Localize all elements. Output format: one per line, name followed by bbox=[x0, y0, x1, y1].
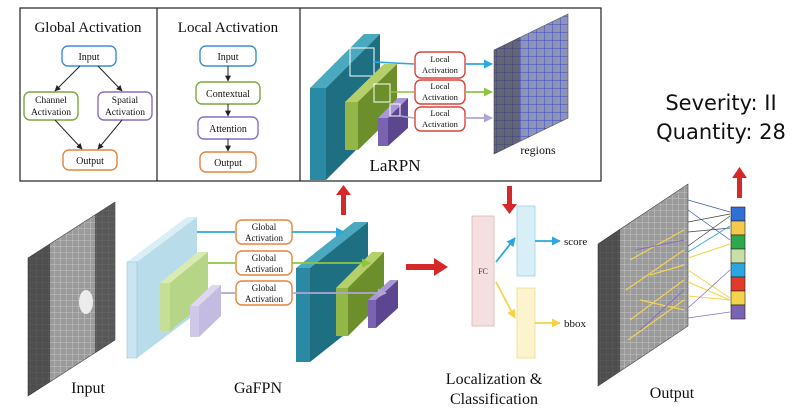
larpn-purple-side bbox=[388, 98, 408, 146]
fc-to-bbox-arrow bbox=[495, 281, 516, 319]
larpn-teal-front bbox=[310, 88, 326, 180]
red-arrow-up-left bbox=[336, 185, 351, 215]
larpn-purple-top bbox=[378, 98, 408, 118]
severity-text: Severity: II bbox=[665, 91, 776, 115]
ga-input-node bbox=[61, 45, 117, 67]
ga-spatial-label-1: Spatial bbox=[112, 96, 139, 106]
output-label: Output bbox=[650, 385, 695, 402]
la-contextual-label: Contextual bbox=[206, 89, 250, 100]
red-arrow-right bbox=[406, 258, 448, 276]
score-branch-block bbox=[516, 205, 536, 277]
global-activation-panel: Global Activation Input Channel Activati… bbox=[23, 20, 153, 171]
red-arrow-up-right bbox=[732, 167, 747, 198]
gafpn-global-label-2: Activation bbox=[245, 264, 283, 274]
gafpn-global-label-1: Global bbox=[252, 222, 277, 232]
global-activation-title: Global Activation bbox=[34, 20, 142, 36]
larpn-green-top bbox=[345, 64, 397, 102]
localization-label-line-1: Localization & bbox=[446, 371, 543, 388]
ga-arrow bbox=[54, 65, 81, 92]
la-output-node bbox=[199, 151, 257, 173]
class-color-bar bbox=[730, 206, 746, 320]
larpn-panel: Local Activation Local Activation Local … bbox=[310, 13, 569, 180]
larpn-green-front bbox=[345, 102, 358, 150]
local-activation-title: Local Activation bbox=[178, 20, 279, 36]
gafpn-pyramid bbox=[126, 217, 398, 362]
bbox-label: bbox bbox=[564, 318, 587, 330]
ga-spatial-label-2: Activation bbox=[105, 108, 145, 118]
red-arrow-down bbox=[502, 186, 517, 214]
ga-output-label: Output bbox=[76, 156, 104, 167]
larpn-title: LaRPN bbox=[370, 156, 421, 175]
larpn-local-label-2: Activation bbox=[422, 92, 459, 102]
larpn-local-label-1: Local bbox=[430, 81, 450, 91]
larpn-arrow-lavender bbox=[399, 115, 415, 119]
ga-channel-label-2: Activation bbox=[31, 108, 71, 118]
larpn-roi-box bbox=[373, 83, 391, 103]
la-output-label: Output bbox=[214, 158, 242, 169]
fc-block bbox=[471, 215, 495, 327]
gafpn-global-label-1: Global bbox=[252, 253, 277, 263]
larpn-local-activation-box bbox=[414, 106, 466, 132]
output-wafer-image bbox=[597, 183, 689, 387]
larpn-local-label-1: Local bbox=[430, 54, 450, 64]
ga-arrow bbox=[54, 119, 83, 150]
input-label: Input bbox=[71, 380, 105, 397]
ga-input-label: Input bbox=[78, 52, 99, 63]
gafpn-global-label-2: Activation bbox=[245, 233, 283, 243]
localization-label-line-2: Classification bbox=[450, 391, 538, 408]
ga-spatial-node bbox=[97, 91, 153, 121]
larpn-green-side bbox=[358, 64, 397, 150]
larpn-purple-front bbox=[378, 118, 388, 146]
output-connection-lines bbox=[687, 199, 731, 319]
bbox-branch-block bbox=[516, 287, 536, 359]
ga-arrow bbox=[97, 119, 123, 150]
fc-to-score-arrow bbox=[495, 237, 516, 263]
ga-channel-node bbox=[23, 91, 79, 121]
la-input-label: Input bbox=[217, 52, 238, 63]
ga-output-node bbox=[62, 149, 118, 171]
ga-arrow bbox=[97, 65, 123, 92]
gafpn-global-label-1: Global bbox=[252, 283, 277, 293]
local-activation-panel: Local Activation Input Contextual Attent… bbox=[178, 20, 279, 173]
input-wafer-image bbox=[27, 201, 116, 397]
larpn-local-activation-box bbox=[414, 51, 466, 79]
quantity-text: Quantity: 28 bbox=[656, 120, 786, 144]
larpn-local-label-2: Activation bbox=[422, 65, 459, 75]
larpn-roi-box bbox=[389, 103, 401, 117]
localization-head: FC score bbox bbox=[471, 205, 587, 359]
regions-label: regions bbox=[520, 143, 556, 157]
score-label: score bbox=[564, 236, 587, 248]
larpn-local-label-2: Activation bbox=[422, 119, 459, 129]
larpn-local-label-1: Local bbox=[430, 108, 450, 118]
la-attention-label: Attention bbox=[209, 124, 247, 135]
larpn-arrow-blue bbox=[373, 61, 415, 65]
gafpn-label: GaFPN bbox=[234, 380, 282, 397]
gafpn-global-label-2: Activation bbox=[245, 294, 283, 304]
ga-channel-label-1: Channel bbox=[35, 96, 67, 106]
fc-label: FC bbox=[478, 267, 488, 276]
regions-wafer-shadow bbox=[494, 37, 520, 154]
